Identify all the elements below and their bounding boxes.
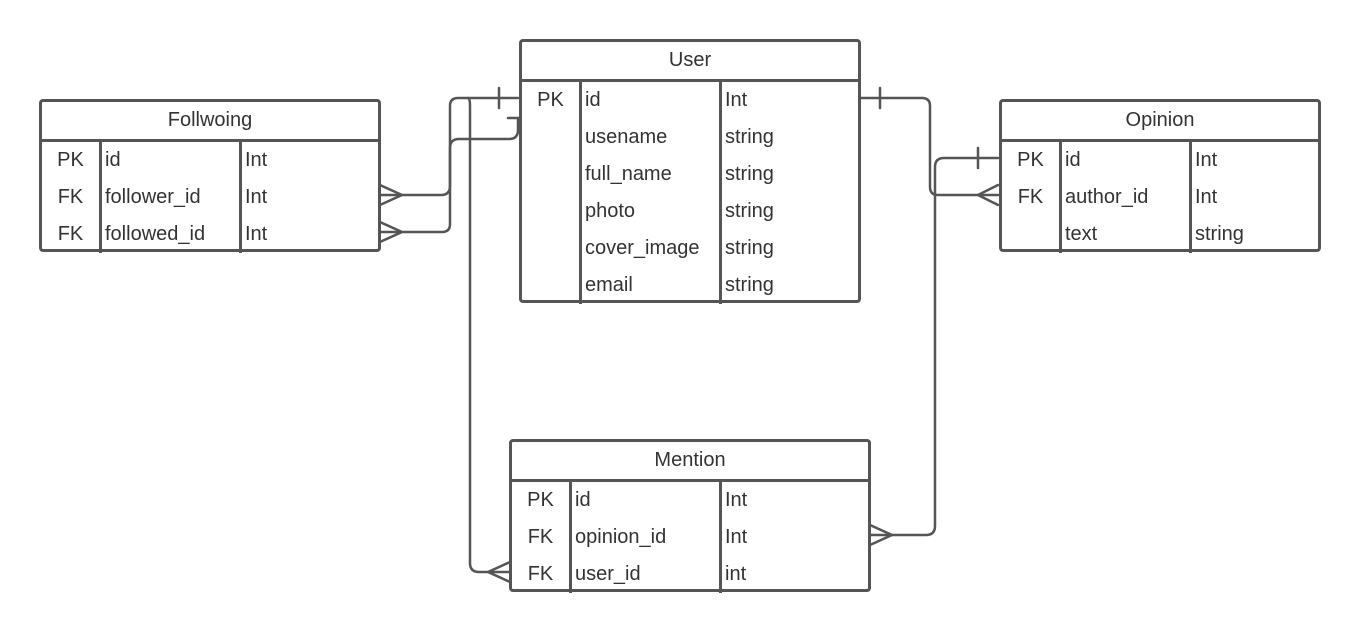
field-name-cell: text	[1065, 223, 1098, 245]
field-name-cell: id	[575, 489, 591, 511]
many-marker-mention-user	[486, 560, 512, 584]
key-cell: FK	[527, 526, 554, 548]
table-row: FK follower_id Int	[42, 179, 378, 216]
key-cell: PK	[57, 149, 84, 171]
entity-title: User	[522, 42, 858, 82]
table-row: text string	[1002, 216, 1318, 253]
table-row: photo string	[522, 193, 858, 230]
relationship-user-mention	[466, 96, 512, 574]
field-name-cell: id	[105, 149, 121, 171]
table-row: PK id Int	[522, 82, 858, 119]
table-row: FK user_id int	[512, 556, 868, 593]
key-cell: PK	[1017, 149, 1044, 171]
field-name-cell: cover_image	[585, 237, 700, 259]
field-type-cell: string	[725, 237, 774, 259]
entity-following[interactable]: Follwoing PK id Int FK follower_id Int F…	[39, 99, 381, 253]
relationship-opinion-mention	[868, 156, 1000, 537]
table-row: FK author_id Int	[1002, 179, 1318, 216]
many-marker-mention-opinion	[868, 523, 894, 547]
key-cell: FK	[57, 186, 84, 208]
entity-title: Opinion	[1002, 102, 1318, 142]
field-name-cell: email	[585, 274, 633, 296]
table-row: FK opinion_id Int	[512, 519, 868, 556]
field-type-cell: Int	[1195, 149, 1218, 171]
table-row: FK followed_id Int	[42, 216, 378, 253]
entity-mention[interactable]: Mention PK id Int FK opinion_id Int FK u…	[509, 439, 871, 593]
field-type-cell: string	[725, 200, 774, 222]
entity-opinion[interactable]: Opinion PK id Int FK author_id Int text …	[999, 99, 1321, 253]
key-cell: PK	[527, 489, 554, 511]
field-type-cell: Int	[725, 526, 748, 548]
field-name-cell: id	[1065, 149, 1081, 171]
entity-rows: PK id Int FK author_id Int text string	[1002, 142, 1318, 253]
field-type-cell: string	[725, 126, 774, 148]
field-name-cell: id	[585, 89, 601, 111]
many-marker-following-follower	[378, 183, 404, 207]
field-type-cell: Int	[725, 489, 748, 511]
table-row: full_name string	[522, 156, 858, 193]
entity-user[interactable]: User PK id Int usename string full_name …	[519, 39, 861, 304]
relationship-user-opinion	[858, 96, 1000, 197]
field-name-cell: followed_id	[105, 223, 206, 245]
field-type-cell: int	[725, 563, 747, 585]
field-type-cell: Int	[245, 223, 268, 245]
field-type-cell: Int	[245, 186, 268, 208]
field-name-cell: photo	[585, 200, 636, 222]
entity-rows: PK id Int usename string full_name strin…	[522, 82, 858, 304]
field-type-cell: string	[725, 163, 774, 185]
field-name-cell: author_id	[1065, 186, 1149, 208]
relationship-user-following-followed	[378, 116, 520, 234]
field-name-cell: user_id	[575, 563, 641, 585]
entity-title: Mention	[512, 442, 868, 482]
table-row: PK id Int	[512, 482, 868, 519]
field-type-cell: Int	[1195, 186, 1218, 208]
field-type-cell: Int	[245, 149, 268, 171]
field-name-cell: opinion_id	[575, 526, 667, 548]
key-cell: FK	[57, 223, 84, 245]
field-name-cell: usename	[585, 126, 668, 148]
table-row: PK id Int	[42, 142, 378, 179]
key-cell: FK	[527, 563, 554, 585]
table-row: usename string	[522, 119, 858, 156]
key-cell: PK	[537, 89, 564, 111]
entity-title: Follwoing	[42, 102, 378, 142]
many-marker-following-followed	[378, 220, 404, 244]
entity-rows: PK id Int FK opinion_id Int FK user_id i…	[512, 482, 868, 593]
field-type-cell: string	[1195, 223, 1244, 245]
key-cell: FK	[1017, 186, 1044, 208]
table-row: email string	[522, 267, 858, 304]
field-name-cell: full_name	[585, 163, 672, 185]
field-name-cell: follower_id	[105, 186, 201, 208]
many-marker-opinion-author	[976, 183, 1000, 207]
entity-rows: PK id Int FK follower_id Int FK followed…	[42, 142, 378, 253]
field-type-cell: string	[725, 274, 774, 296]
field-type-cell: Int	[725, 89, 748, 111]
table-row: cover_image string	[522, 230, 858, 267]
table-row: PK id Int	[1002, 142, 1318, 179]
